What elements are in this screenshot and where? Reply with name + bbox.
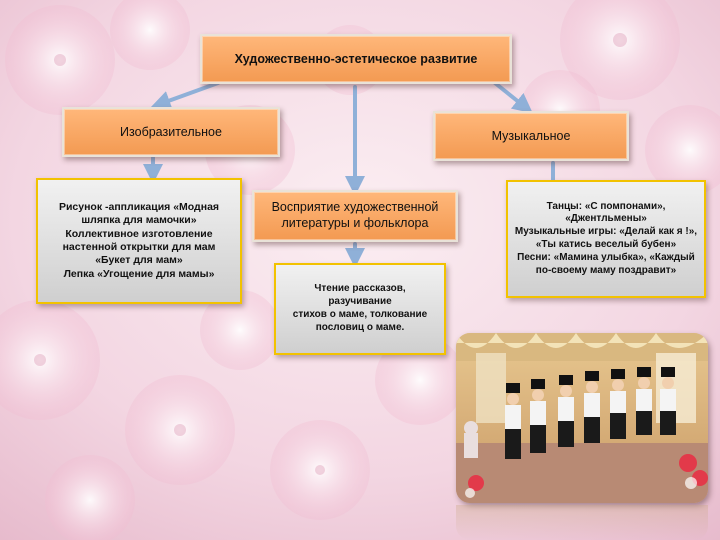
branch-node-muzykalnoe: Музыкальное <box>433 111 629 161</box>
detail-line: пословиц о маме. <box>315 321 405 333</box>
branch-label-literatura-line2: литературы и фольклора <box>281 216 429 230</box>
kindergarten-dance-photo <box>456 333 708 503</box>
detail-line: «Джентльмены» <box>565 213 647 225</box>
detail-line: Коллективное изготовление <box>65 227 213 240</box>
details-izobrazitelnoe: Рисунок -аппликация «Модная шляпка для м… <box>36 178 242 304</box>
branch-label-izobrazitelnoe: Изобразительное <box>120 125 222 139</box>
detail-line: по-своему маму поздравит» <box>535 264 677 276</box>
detail-line: шляпка для мамочки» <box>81 214 197 227</box>
detail-line: Танцы: «С помпонами», <box>546 200 666 212</box>
photo-illustration-icon <box>456 333 708 503</box>
detail-line: Лепка «Угощение для мамы» <box>63 267 215 280</box>
detail-line: Песни: «Мамина улыбка», «Каждый <box>517 251 695 263</box>
detail-line: настенной открытки для мам <box>62 241 216 253</box>
photo-reflection <box>456 505 708 540</box>
branch-node-literatura: Восприятие художественной литературы и ф… <box>252 190 458 242</box>
branch-label-muzykalnoe: Музыкальное <box>491 129 571 143</box>
detail-line: «Ты катись веселый бубен» <box>535 239 677 250</box>
detail-line: стихов о маме, толкование <box>292 309 428 320</box>
detail-line: Чтение рассказов, разучивание <box>314 283 406 308</box>
root-node: Художественно-эстетическое развитие <box>200 34 512 84</box>
branch-label-literatura-line1: Восприятие художественной <box>271 200 439 215</box>
detail-line: Музыкальные игры: «Делай как я !», <box>514 226 698 238</box>
detail-line: Рисунок -аппликация «Модная <box>58 200 220 213</box>
root-label: Художественно-эстетическое развитие <box>234 52 478 66</box>
details-muzykalnoe: Танцы: «С помпонами», «Джентльмены» Музы… <box>506 180 706 298</box>
details-literatura: Чтение рассказов, разучивание стихов о м… <box>274 263 446 355</box>
detail-line: «Букет для мам» <box>95 254 183 267</box>
branch-node-izobrazitelnoe: Изобразительное <box>62 107 280 157</box>
